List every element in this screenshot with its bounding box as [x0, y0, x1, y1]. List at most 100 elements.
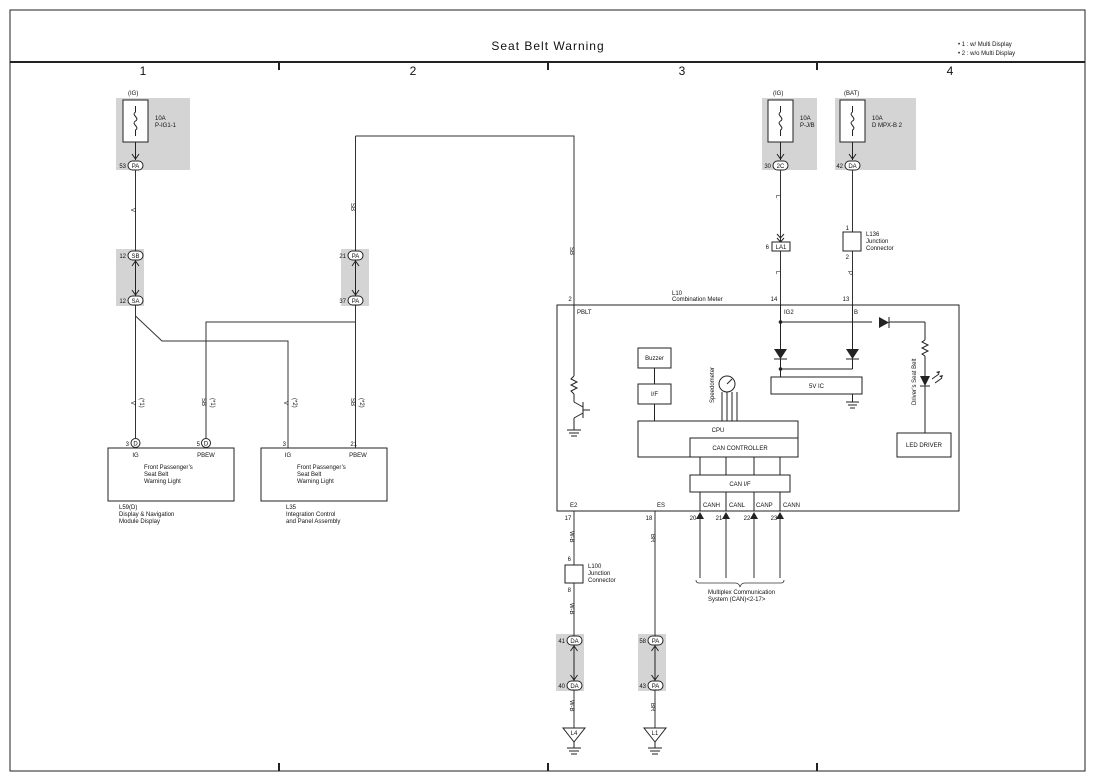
wire-color: BR — [649, 534, 655, 543]
wire-color: SB — [349, 203, 355, 211]
junction-pin: 8 — [568, 588, 572, 594]
if-label: I/F — [651, 392, 658, 398]
connector-pin: 30 — [764, 164, 771, 170]
ground-symbol-l1 — [642, 727, 668, 755]
connector-code: PA — [652, 639, 660, 645]
connector-code: D — [133, 442, 138, 448]
wire-color: SB — [568, 247, 574, 255]
connector-pin: 12 — [119, 254, 126, 260]
wire-color: V — [282, 401, 288, 405]
ground-label: L4 — [571, 731, 578, 737]
connector-pin: 21 — [339, 254, 346, 260]
terminal-label: PBEW — [197, 453, 215, 459]
variant-mark: (*2) — [291, 398, 297, 408]
connector-pin: 43 — [639, 684, 646, 690]
connector-pin: 41 — [558, 639, 565, 645]
module-inner-text: Seat Belt — [297, 472, 322, 478]
connector-pin: 42 — [836, 164, 843, 170]
can-bracket — [695, 579, 785, 588]
led-ray-head — [936, 371, 940, 374]
connector-oval — [130, 438, 141, 448]
connector-pin: 37 — [339, 299, 346, 305]
led-light-rays — [931, 373, 943, 384]
variant-mark: (*1) — [138, 398, 144, 408]
can-internal-lines — [699, 457, 781, 511]
speedometer-label: Speedometer — [710, 367, 716, 403]
connector-pair-pa-58-43 — [647, 635, 664, 691]
connector-pin: 6 — [766, 245, 770, 251]
wire-color: V — [129, 208, 135, 212]
connector-code: SB — [131, 254, 139, 260]
connector-pair-sb-sa — [127, 250, 144, 306]
connector-code: DA — [848, 164, 856, 170]
led-ray-head — [939, 375, 943, 378]
buzzer-label: Buzzer — [645, 356, 664, 362]
connector-pin: 12 — [119, 299, 126, 305]
note-multi-display: • 1 : w/ Multi Display — [958, 42, 1012, 48]
connector-code: LA1 — [776, 245, 787, 251]
can-if-label: CAN I/F — [729, 482, 751, 488]
meter-terminal: IG2 — [784, 310, 794, 316]
column-number: 3 — [679, 64, 686, 78]
connector-pin: 21 — [350, 442, 357, 448]
module-inner-text: Seat Belt — [144, 472, 169, 478]
module-l35 — [260, 447, 388, 502]
ground-symbol-l4 — [561, 727, 587, 755]
can-system-label: Multiplex Communication — [708, 590, 775, 596]
fuse-name: P-IG1-1 — [155, 123, 177, 129]
meter-terminal: CANL — [729, 503, 746, 509]
power-source-label: (IG) — [773, 91, 783, 97]
speedometer-gauge — [718, 375, 738, 421]
connector-code: DA — [570, 684, 578, 690]
module-name: Module Display — [119, 519, 160, 525]
terminal-label: IG — [285, 453, 292, 459]
note-no-multi-display: • 2 : w/o Multi Display — [958, 51, 1015, 57]
junction-pin: 1 — [846, 226, 850, 232]
meter-pin: 18 — [646, 516, 653, 522]
terminal-label: PBEW — [349, 453, 367, 459]
column-number: 4 — [947, 64, 954, 78]
meter-pin: 23 — [771, 516, 778, 522]
led-driver-block — [896, 432, 952, 458]
connector-pin: 53 — [119, 164, 126, 170]
wire-color: W-B — [568, 700, 574, 712]
junction-code: L100 — [588, 564, 602, 570]
connector-code: DA — [570, 639, 578, 645]
junction-connector-l100 — [564, 564, 584, 584]
junction-name: Connector — [588, 578, 616, 584]
fuse-name: P-J/B — [800, 123, 815, 129]
wire-color: W-B — [568, 603, 574, 615]
led-label: Driver’s Seat Belt — [912, 358, 918, 405]
can-system-label: System (CAN)<2-17> — [708, 597, 766, 603]
power-source-label: (IG) — [128, 91, 138, 97]
wires — [135, 135, 853, 728]
ground-label: L1 — [652, 731, 659, 737]
can-controller-label: CAN CONTROLLER — [712, 446, 768, 452]
diode-heads — [774, 317, 930, 386]
wire-color: L — [774, 195, 780, 199]
cpu-label: CPU — [712, 428, 725, 434]
connector-code: PA — [352, 299, 360, 305]
wire-color: V — [129, 401, 135, 405]
regulator-label: 5V IC — [809, 384, 825, 390]
connector-code: PA — [132, 164, 140, 170]
can-if-block — [689, 474, 791, 493]
wire-color: P — [846, 271, 852, 275]
meter-terminal: PBLT — [577, 310, 592, 316]
junction-pin: 6 — [568, 557, 572, 563]
connector-code: SA — [131, 299, 139, 305]
can-controller-block — [689, 437, 799, 458]
connector-pin: 40 — [558, 684, 565, 690]
meter-terminal: E2 — [570, 503, 578, 509]
wire-color: SB — [200, 398, 206, 406]
column-number: 2 — [410, 64, 417, 78]
connector-code: PA — [652, 684, 660, 690]
meter-terminal: CANH — [703, 503, 720, 509]
wire-color: BR — [649, 703, 655, 712]
fuse-name: D MPX-B 2 — [872, 123, 903, 129]
connector-code: 2C — [777, 164, 785, 170]
meter-terminal: B — [854, 310, 858, 316]
connector-pin: 58 — [639, 639, 646, 645]
junction-name: Junction — [588, 571, 610, 577]
module-inner-text: Warning Light — [144, 479, 181, 485]
